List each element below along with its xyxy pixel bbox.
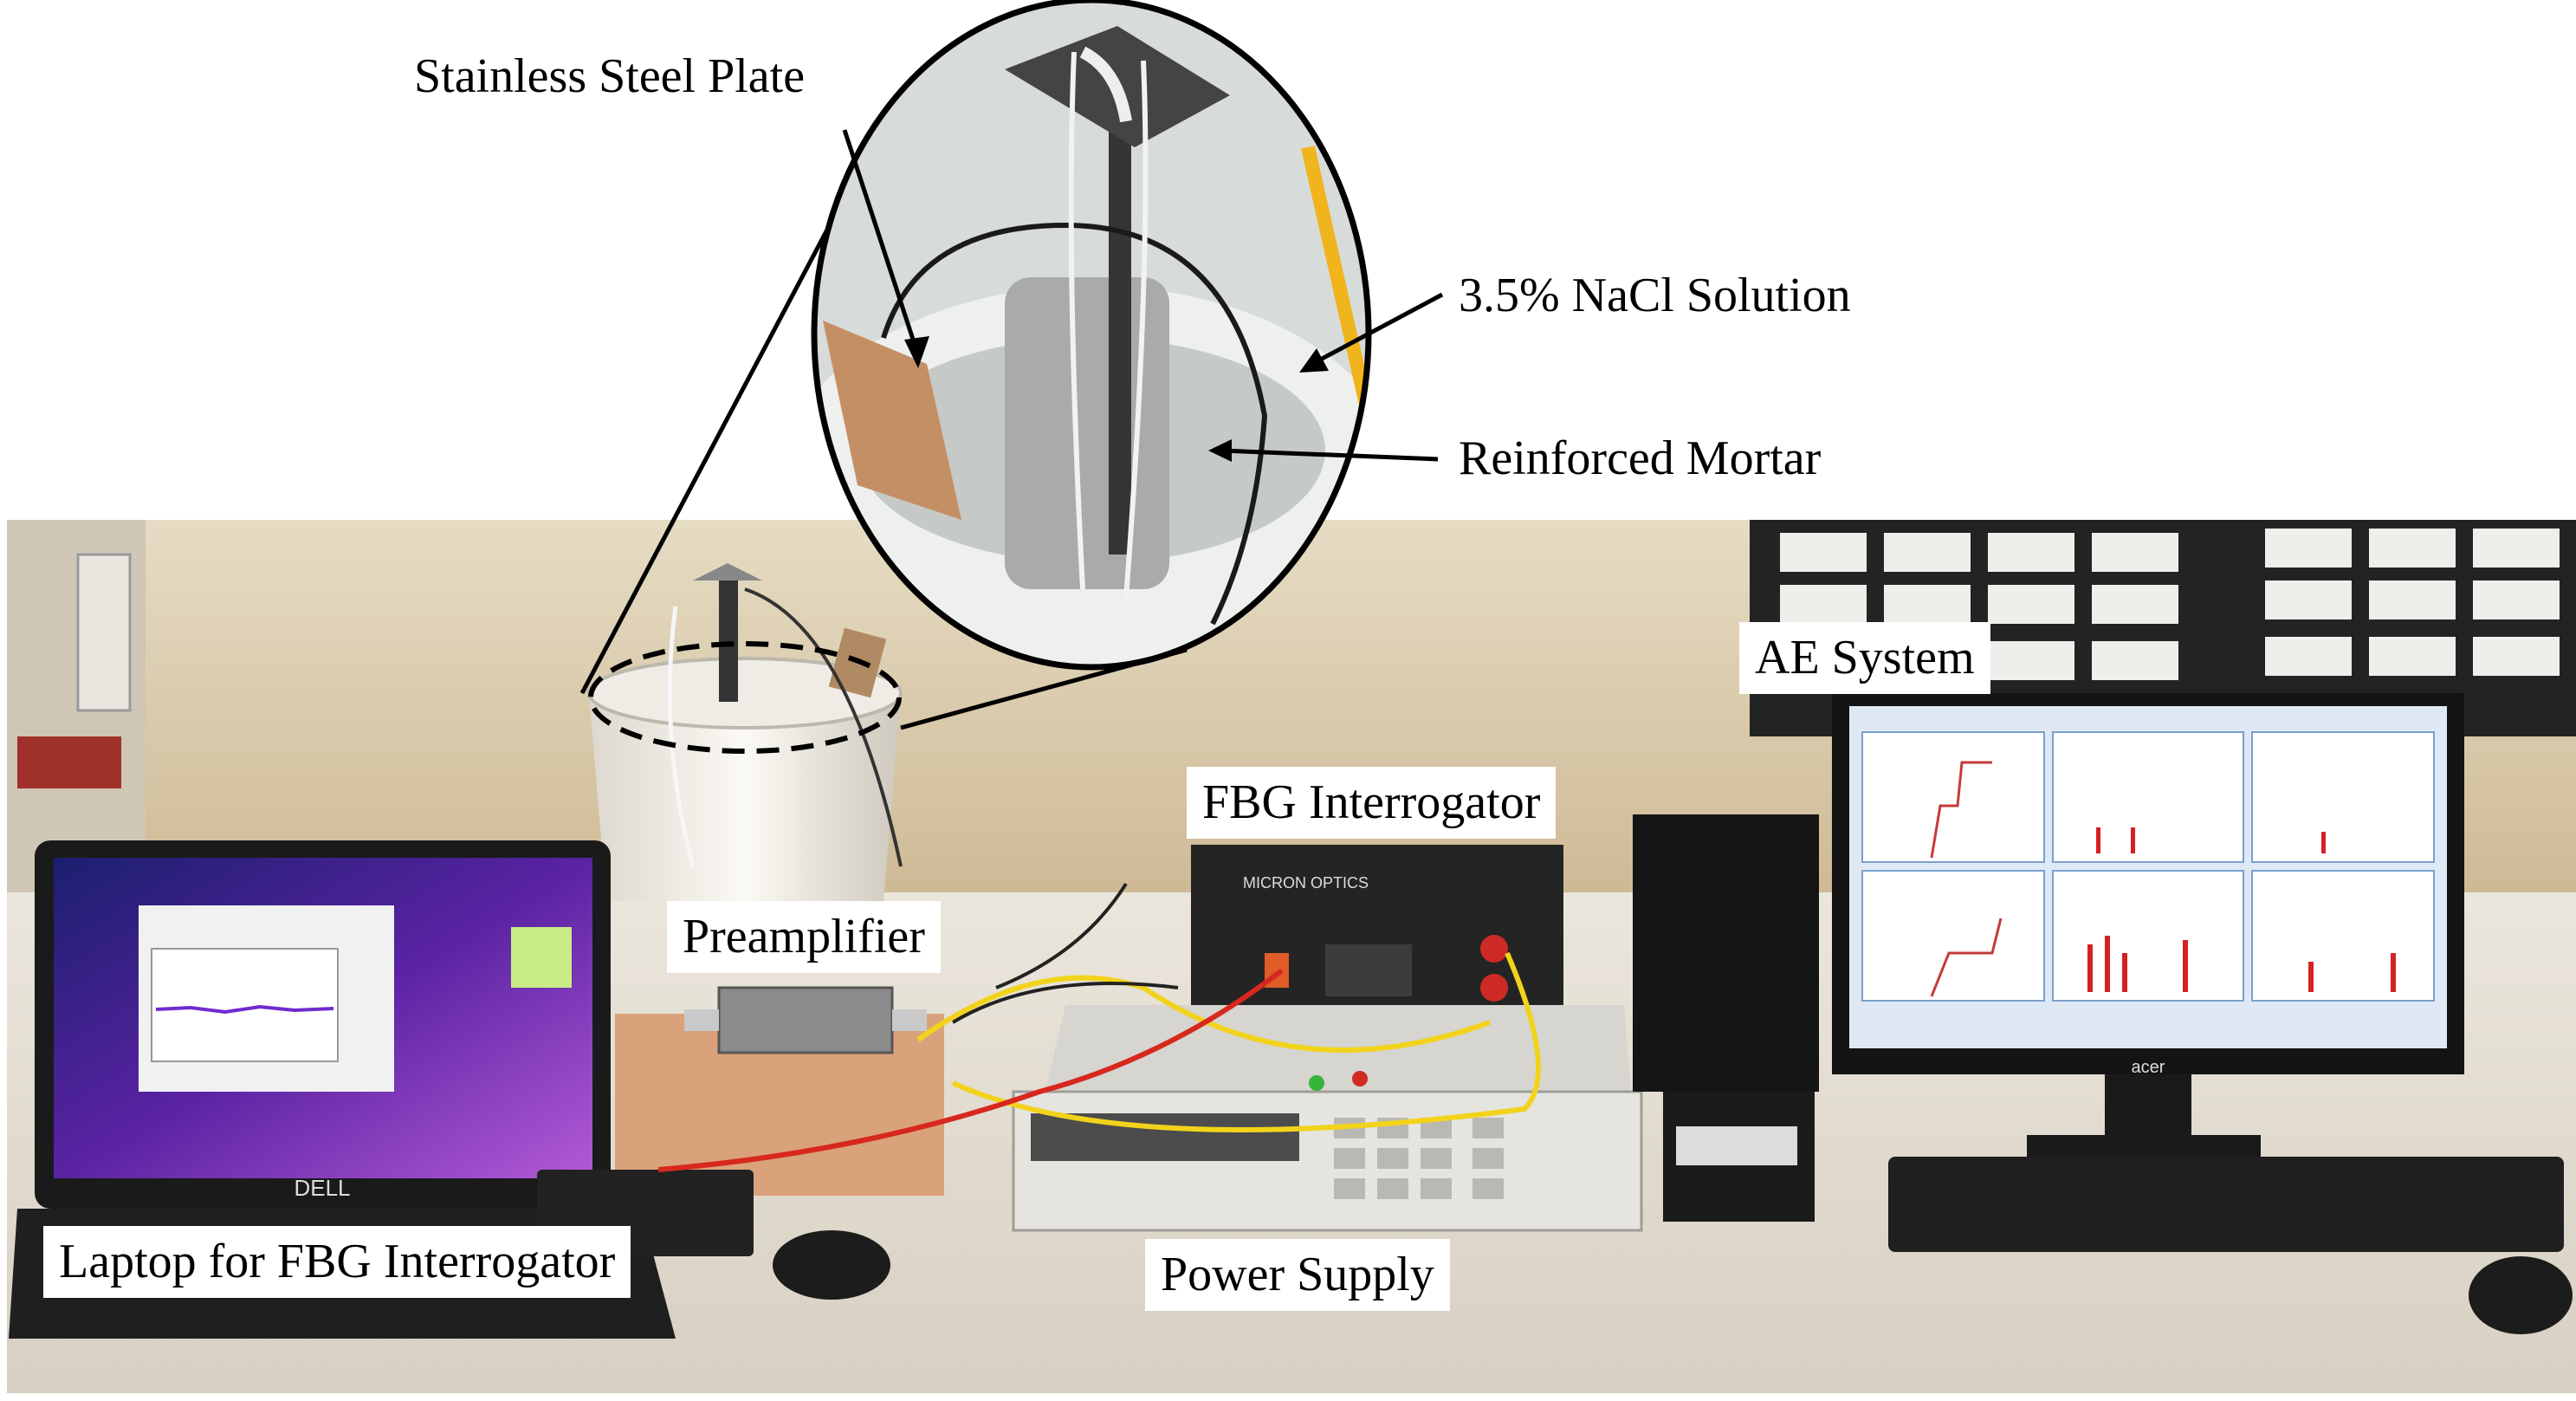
mouse-left [773,1230,890,1300]
cables [657,882,1541,1172]
ae-monitor: acer [1832,693,2464,1157]
laptop-device: DELL [9,840,676,1339]
ae-tower [1633,814,1819,1222]
label-ae-system: AE System [1739,622,1990,695]
preamplifier-device [615,986,944,1196]
label-fbg-interrogator: FBG Interrogator [1187,767,1557,840]
monitor-brand: acer [2132,1058,2165,1077]
label-nacl-solution: 3.5% NaCl Solution [1459,269,1851,322]
highlight-ellipse [588,641,902,754]
power-supply-device [1012,1005,1643,1232]
keyboard-right [1888,1157,2564,1252]
zoom-inset [814,0,1369,667]
label-laptop: Laptop for FBG Interrogator [43,1226,631,1299]
interrogator-brand: MICRON OPTICS [1243,874,1369,892]
lab-photo: DELL MICRON OPTICS [7,520,2576,1393]
mouse-right [2469,1256,2573,1334]
label-preamplifier: Preamplifier [667,901,941,974]
callout-line-left [579,154,869,695]
label-reinforced-mortar: Reinforced Mortar [1459,431,1822,485]
label-power-supply: Power Supply [1145,1239,1450,1312]
laptop-brand: DELL [294,1175,350,1201]
label-stainless-steel-plate: Stainless Steel Plate [414,49,806,103]
arrows [842,129,1444,462]
